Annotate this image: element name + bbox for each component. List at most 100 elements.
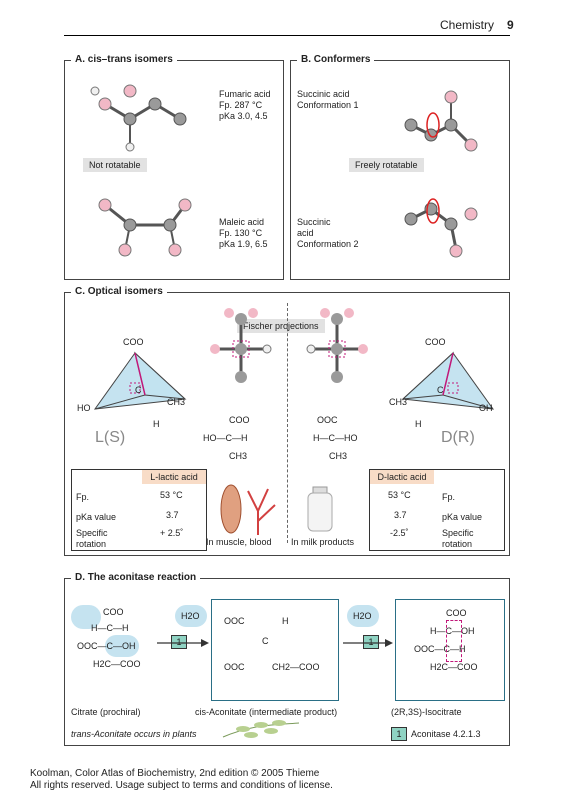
d-h: H <box>415 419 422 429</box>
conf2-line1: Succinic <box>297 217 331 227</box>
l-ho: HO <box>77 403 91 413</box>
conf1-line2: Conformation 1 <box>297 100 359 110</box>
panel-a: A. cis–trans isomers Fumaric acid Fp. 28… <box>64 54 284 280</box>
fumaric-acid-model <box>90 84 187 152</box>
isocitrate-box: COO H—C—OH OOC—C—H H2C—COO <box>395 599 505 701</box>
l-row-pka-value: 3.7 <box>166 510 179 520</box>
d-ch3: CH3 <box>389 397 408 407</box>
enzyme-legend-badge: 1 <box>391 727 407 741</box>
muscle-blood-icon <box>220 484 276 535</box>
l-row-pka-label: pKa value <box>76 512 117 522</box>
isocitrate-row2: OOC—C—H <box>414 644 466 654</box>
isocitrate-stereo-box <box>446 620 462 662</box>
maleic-fp: Fp. 130 °C <box>219 228 263 238</box>
d-row-pka-value: 3.7 <box>394 510 407 520</box>
fischer-l-ch3: CH3 <box>229 451 248 461</box>
fischer-d-coo: OOC <box>317 415 338 425</box>
fumaric-name: Fumaric acid <box>219 89 271 99</box>
l-properties-table: L-lactic acid Fp. 53 °C pKa value 3.7 Sp… <box>71 469 207 551</box>
conf2-line3: Conformation 2 <box>297 239 359 249</box>
fischer-d-ball-model <box>306 308 368 383</box>
citrate-label: Citrate (prochiral) <box>71 707 141 717</box>
d-label: D(R) <box>441 429 475 446</box>
enzyme-badge-right: 1 <box>363 635 379 649</box>
not-rotatable-tag: Not rotatable <box>83 158 147 172</box>
l-row-fp-value: 53 °C <box>160 490 183 500</box>
d-row-rot-label: Specific rotation <box>442 528 474 549</box>
footer-line2: All rights reserved. Usage subject to te… <box>30 780 333 791</box>
citrate-highlight-oh <box>105 635 139 657</box>
l-row-fp-label: Fp. <box>76 492 90 502</box>
mirror-line <box>287 303 288 543</box>
l-table-header: L-lactic acid <box>142 470 206 484</box>
aconitate-box: OOC H C OOC CH2—COO <box>211 599 339 701</box>
citrate-row3: H2C—COO <box>93 659 141 669</box>
aconitate-label: cis-Aconitate (intermediate product) <box>195 707 338 717</box>
d-row-rot-value: -2.5˚ <box>390 528 409 538</box>
running-head: Chemistry <box>440 18 495 32</box>
fumaric-pka: pKa 3.0, 4.5 <box>219 111 268 121</box>
plant-leaf-icon <box>222 720 300 738</box>
citrate-highlight-top <box>71 605 101 629</box>
enzyme-badge-left: 1 <box>171 635 187 649</box>
milk-label: In milk products <box>291 537 355 547</box>
panel-a-title: A. cis–trans isomers <box>71 54 177 65</box>
maleic-name: Maleic acid <box>219 217 265 227</box>
freely-rotatable-tag: Freely rotatable <box>349 158 424 172</box>
arrow-forward-left <box>157 639 209 647</box>
fischer-l-coo: COO <box>229 415 250 425</box>
d-row-pka-label: pKa value <box>442 512 483 522</box>
l-row-rot-value: + 2.5˚ <box>160 528 184 538</box>
h2o-right-highlight <box>347 605 379 627</box>
isocitrate-coo-top: COO <box>446 608 467 618</box>
aconitate-c: C <box>262 636 269 646</box>
aconitate-h: H <box>282 616 289 626</box>
d-oh: OH <box>479 403 493 413</box>
header-rule <box>64 35 510 36</box>
fischer-projections-tag: Fischer projections <box>237 319 325 333</box>
l-coo: COO <box>123 337 144 347</box>
fischer-l-ball-model <box>210 308 272 383</box>
fischer-d-ch3: CH3 <box>329 451 348 461</box>
l-lactic-tetrahedron <box>93 351 187 410</box>
aconitate-ooc: OOC <box>224 616 245 626</box>
d-properties-table: D-lactic acid 53 °C Fp. 3.7 pKa value -2… <box>369 469 505 551</box>
panel-d: D. The aconitase reaction COO H—C—H OOC—… <box>64 572 510 746</box>
citrate-row1: H—C—H <box>91 623 129 633</box>
enzyme-legend-label: Aconitase 4.2.1.3 <box>411 729 481 739</box>
h2o-right: H2O <box>353 611 372 621</box>
h2o-left-highlight <box>175 605 207 627</box>
maleic-pka: pKa 1.9, 6.5 <box>219 239 268 249</box>
panel-c: C. Optical isomers Fischer projections C… <box>64 286 510 556</box>
panel-b: B. Conformers Succinic acid Conformation… <box>290 54 510 280</box>
panel-b-title: B. Conformers <box>297 54 375 65</box>
d-row-fp-value: 53 °C <box>388 490 411 500</box>
succinic-conf1-model <box>404 90 478 152</box>
l-row-rot-label: Specific rotation <box>76 528 108 549</box>
l-h: H <box>153 419 160 429</box>
d-c: C <box>437 385 444 395</box>
d-table-header: D-lactic acid <box>370 470 434 484</box>
fumaric-fp: Fp. 287 °C <box>219 100 263 110</box>
footer-line1: Koolman, Color Atlas of Biochemistry, 2n… <box>30 768 320 779</box>
panel-d-title: D. The aconitase reaction <box>71 572 201 583</box>
h2o-left: H2O <box>181 611 200 621</box>
l-c: C <box>135 385 142 395</box>
isocitrate-row1: H—C—OH <box>430 626 475 636</box>
d-coo: COO <box>425 337 446 347</box>
succinic-conf2-model <box>404 198 478 258</box>
isocitrate-label: (2R,3S)-Isocitrate <box>391 707 462 717</box>
l-label: L(S) <box>95 429 126 446</box>
d-row-fp-label: Fp. <box>442 492 456 502</box>
fischer-d-mid: H—C—HO <box>313 433 358 443</box>
panel-c-title: C. Optical isomers <box>71 286 167 297</box>
isocitrate-row3: H2C—COO <box>430 662 478 672</box>
aconitate-ch2: CH2—COO <box>272 662 320 672</box>
conf1-line1: Succinic acid <box>297 89 350 99</box>
maleic-acid-model <box>98 198 192 257</box>
trans-aconitate-note: trans-Aconitate occurs in plants <box>71 729 197 739</box>
page-number: 9 <box>507 18 514 32</box>
citrate-row2: OOC—C—OH <box>77 641 136 651</box>
d-lactic-tetrahedron <box>401 351 495 410</box>
fischer-l-mid: HO—C—H <box>203 433 248 443</box>
